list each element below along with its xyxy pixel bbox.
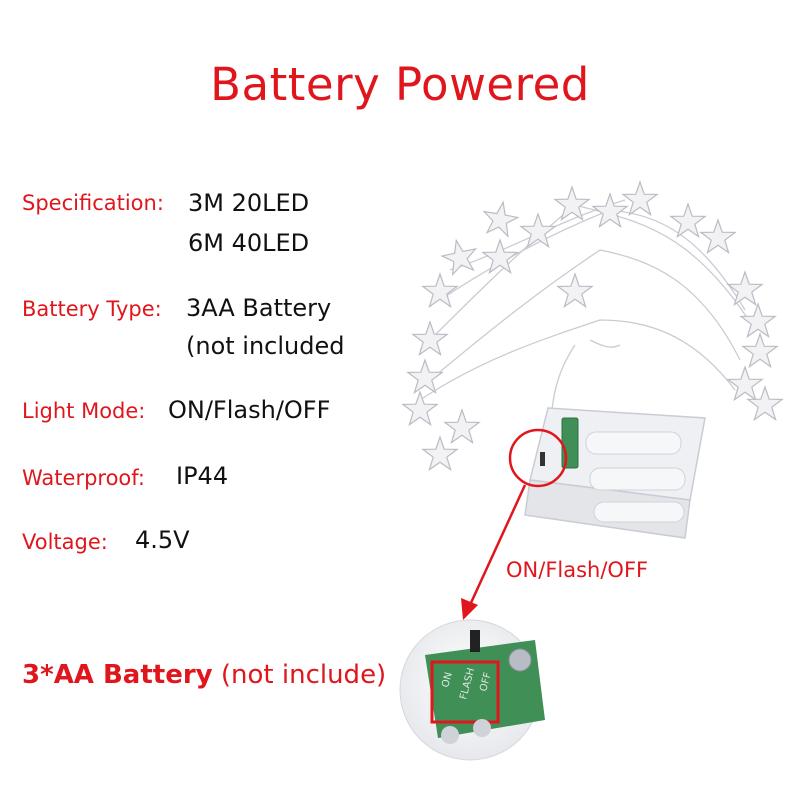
spec-label-voltage: Voltage:: [22, 530, 108, 554]
battery-note-detail: (not include): [212, 660, 387, 690]
board-label-on: ON: [440, 671, 455, 689]
battery-box: [524, 407, 706, 539]
switch-highlight-circle: [508, 428, 568, 488]
switch-callout-label: ON/Flash/OFF: [506, 558, 649, 582]
battery-note-strong: 3*AA Battery: [22, 660, 213, 690]
spec-value-battery-type-1: 3AA Battery: [186, 294, 332, 322]
spec-label-waterproof: Waterproof:: [22, 466, 145, 490]
spec-value-waterproof: IP44: [176, 462, 229, 490]
page-title: Battery Powered: [210, 58, 590, 111]
spec-label-light-mode: Light Mode:: [22, 399, 146, 423]
zoom-inset: ON FLASH OFF: [399, 619, 545, 761]
spec-value-voltage: 4.5V: [135, 526, 190, 554]
board-label-off: OFF: [478, 671, 494, 693]
led-wires: [419, 199, 756, 411]
spec-label-specification: Specification:: [22, 191, 164, 215]
spec-value-battery-type-2: (not included: [186, 332, 345, 360]
spec-label-battery-type: Battery Type:: [22, 297, 162, 321]
callout-arrow: [461, 484, 527, 620]
battery-note: 3*AA Battery (not include): [22, 660, 386, 690]
spec-value-specification-1: 3M 20LED: [188, 189, 310, 217]
spec-value-light-mode: ON/Flash/OFF: [168, 396, 331, 424]
spec-value-specification-2: 6M 40LED: [188, 229, 310, 257]
